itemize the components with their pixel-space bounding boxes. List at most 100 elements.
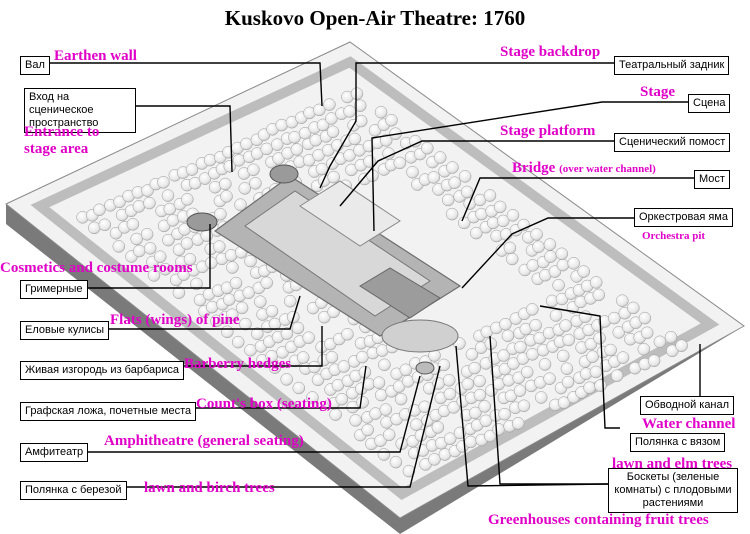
tree (530, 228, 543, 241)
tree (389, 455, 403, 469)
tree (394, 392, 408, 406)
tree (506, 209, 520, 222)
tree (291, 321, 305, 335)
tree (503, 241, 517, 255)
tree (220, 190, 233, 203)
tree (254, 295, 267, 308)
tree (157, 176, 170, 189)
tree (232, 154, 246, 167)
tree (382, 428, 396, 442)
tree (497, 349, 510, 362)
tree (410, 418, 423, 431)
tree (493, 200, 507, 214)
tree (552, 278, 565, 292)
tree (378, 358, 391, 372)
tree (193, 293, 207, 307)
tree (592, 288, 606, 302)
tree (513, 384, 527, 397)
tree (583, 381, 596, 394)
tree (185, 163, 199, 176)
tree (584, 337, 598, 351)
tree (496, 214, 510, 228)
tree (225, 308, 239, 321)
tree (93, 203, 106, 217)
tree (353, 99, 367, 112)
tree (133, 244, 146, 258)
tree (130, 232, 143, 246)
label-bridge-ru: Мост (694, 170, 730, 189)
tree (288, 131, 301, 144)
tree (354, 114, 368, 128)
tree (443, 387, 457, 401)
tree (260, 276, 273, 290)
stage-backdrop-shape (299, 180, 401, 247)
tree (147, 269, 161, 282)
tree (337, 360, 351, 373)
tree (499, 317, 512, 331)
orchestra-pit-shape (359, 267, 441, 319)
label-elm-lawn-ru: Полянка с вязом (630, 433, 726, 452)
tree (231, 335, 245, 349)
tree (306, 391, 319, 404)
tree (465, 348, 479, 361)
label-channel-en: Water channel (642, 416, 736, 432)
tree (244, 343, 257, 357)
tree (368, 124, 382, 137)
label-stage-ru: Сцена (688, 94, 731, 113)
tree (470, 226, 483, 240)
label-amphitheatre-en: Amphitheatre (general seating) (104, 433, 304, 449)
tree (242, 286, 255, 299)
tree (460, 185, 474, 199)
tree (534, 391, 548, 404)
tree (280, 373, 293, 386)
tree (350, 87, 364, 100)
tree (132, 200, 146, 213)
tree (323, 98, 336, 111)
tree (318, 310, 331, 324)
tree (557, 396, 571, 409)
tree (249, 177, 262, 190)
tree (190, 277, 203, 291)
label-birch-lawn-ru: Полянка с березой (20, 481, 127, 500)
tree (290, 143, 304, 156)
tree (647, 354, 661, 367)
earthen-wall-band (30, 56, 720, 500)
tree (260, 142, 273, 156)
tree (379, 403, 393, 416)
tree (234, 198, 247, 211)
label-flats-en: Flats (wings) of pine (110, 312, 240, 328)
tree (478, 400, 491, 413)
tree (283, 294, 297, 308)
leader-lines (48, 62, 701, 488)
tree (427, 171, 441, 184)
label-orchestra-pit-en: Orchestra pit (642, 230, 706, 242)
label-earthen-wall-ru: Вал (20, 56, 50, 75)
tree (608, 311, 621, 325)
label-backdrop-ru: Театральный задник (614, 56, 730, 75)
tree (349, 414, 362, 427)
label-stage-en: Stage (640, 84, 675, 100)
tree (589, 276, 603, 289)
dressing-room-left (186, 212, 218, 232)
tree (372, 376, 386, 389)
tree (445, 207, 459, 221)
counts-box-shape (415, 361, 435, 375)
diagram-title: Kuskovo Open-Air Theatre: 1760 (224, 6, 526, 30)
tree (441, 193, 455, 207)
tree-clusters (76, 87, 688, 478)
tree (343, 105, 356, 118)
tree (468, 361, 481, 375)
amphitheatre-shape (381, 319, 459, 353)
label-dressing-ru: Гримерные (20, 280, 88, 299)
tree (348, 132, 362, 146)
tree (98, 218, 112, 232)
tree (393, 156, 407, 170)
tree (464, 435, 477, 449)
tree (526, 303, 539, 316)
tree (335, 392, 349, 406)
tree (532, 240, 545, 254)
tree (356, 350, 369, 364)
tree (161, 189, 175, 202)
label-bridge-en: Bridge (over water channel) (512, 160, 656, 178)
tree (526, 348, 539, 361)
